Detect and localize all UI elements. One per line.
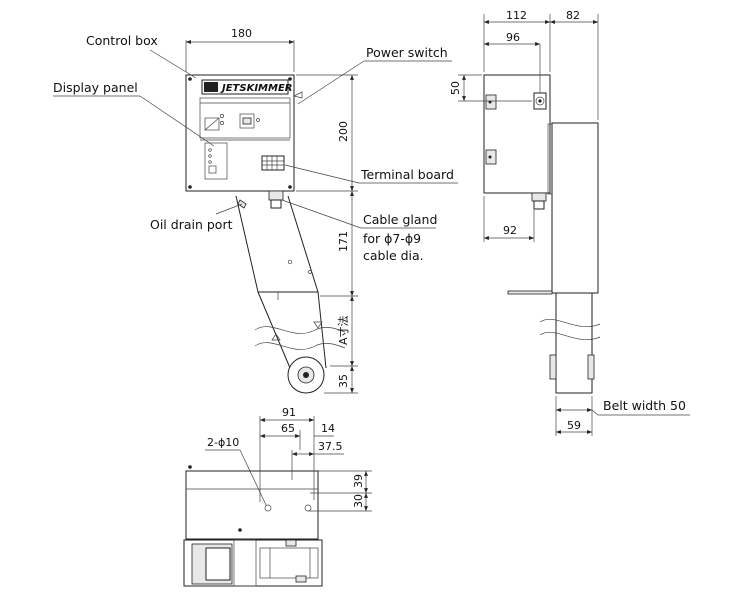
label-control-box: Control box	[86, 33, 158, 48]
dim-front-height: 200	[337, 121, 350, 142]
label-oil-drain-port: Oil drain port	[150, 217, 233, 232]
dim-front-travel: A寸法	[336, 315, 350, 345]
side-dimensions: 112 82 96 50 92 59	[449, 9, 599, 436]
side-skimmer-body	[551, 122, 599, 294]
dim-side-right: 82	[566, 9, 580, 22]
dim-side-92: 92	[503, 224, 517, 237]
dim-side-59: 59	[567, 419, 581, 432]
brand-plate	[201, 79, 289, 95]
label-terminal-board: Terminal board	[360, 167, 454, 182]
front-dimensions: 180 200 171 A寸法 35	[185, 27, 358, 394]
plan-dimensions: 91 65 14 37.5 2-ϕ10 39 30	[205, 406, 372, 512]
display-panel	[199, 97, 291, 139]
dim-plan-91: 91	[282, 406, 296, 419]
label-power-switch: Power switch	[366, 45, 448, 60]
dim-side-hole: 96	[506, 31, 520, 44]
cable-gland	[268, 190, 284, 201]
dim-plan-14: 14	[321, 422, 335, 435]
label-cable-gland-2: for ϕ7-ϕ9	[363, 231, 421, 246]
plan-view	[183, 465, 323, 587]
dim-plan-37-5: 37.5	[318, 440, 343, 453]
label-cable-gland-3: cable dia.	[363, 248, 424, 263]
brand-logo: JETSKIMMER	[220, 83, 292, 94]
dim-side-50: 50	[449, 81, 462, 95]
dim-side-top: 112	[506, 9, 527, 22]
label-cable-gland-1: Cable gland	[363, 212, 437, 227]
terminal-board	[261, 155, 285, 171]
dim-plan-65: 65	[281, 422, 295, 435]
dim-plan-30: 30	[352, 494, 365, 508]
dim-plan-39: 39	[352, 474, 365, 488]
label-display-panel: Display panel	[53, 80, 138, 95]
dim-front-bottom: 35	[337, 374, 350, 388]
side-view	[483, 74, 601, 394]
dim-plan-holes: 2-ϕ10	[207, 436, 239, 449]
label-belt-width: Belt width 50	[603, 398, 686, 413]
callouts: Control box Display panel Power switch T…	[53, 33, 690, 416]
plan-box	[185, 470, 319, 540]
dim-front-arm: 171	[337, 231, 350, 252]
side-belt	[555, 292, 593, 394]
front-view: JETSKIMMER	[185, 74, 346, 394]
skimmer-arm	[235, 195, 319, 293]
dim-front-width: 180	[231, 27, 252, 40]
